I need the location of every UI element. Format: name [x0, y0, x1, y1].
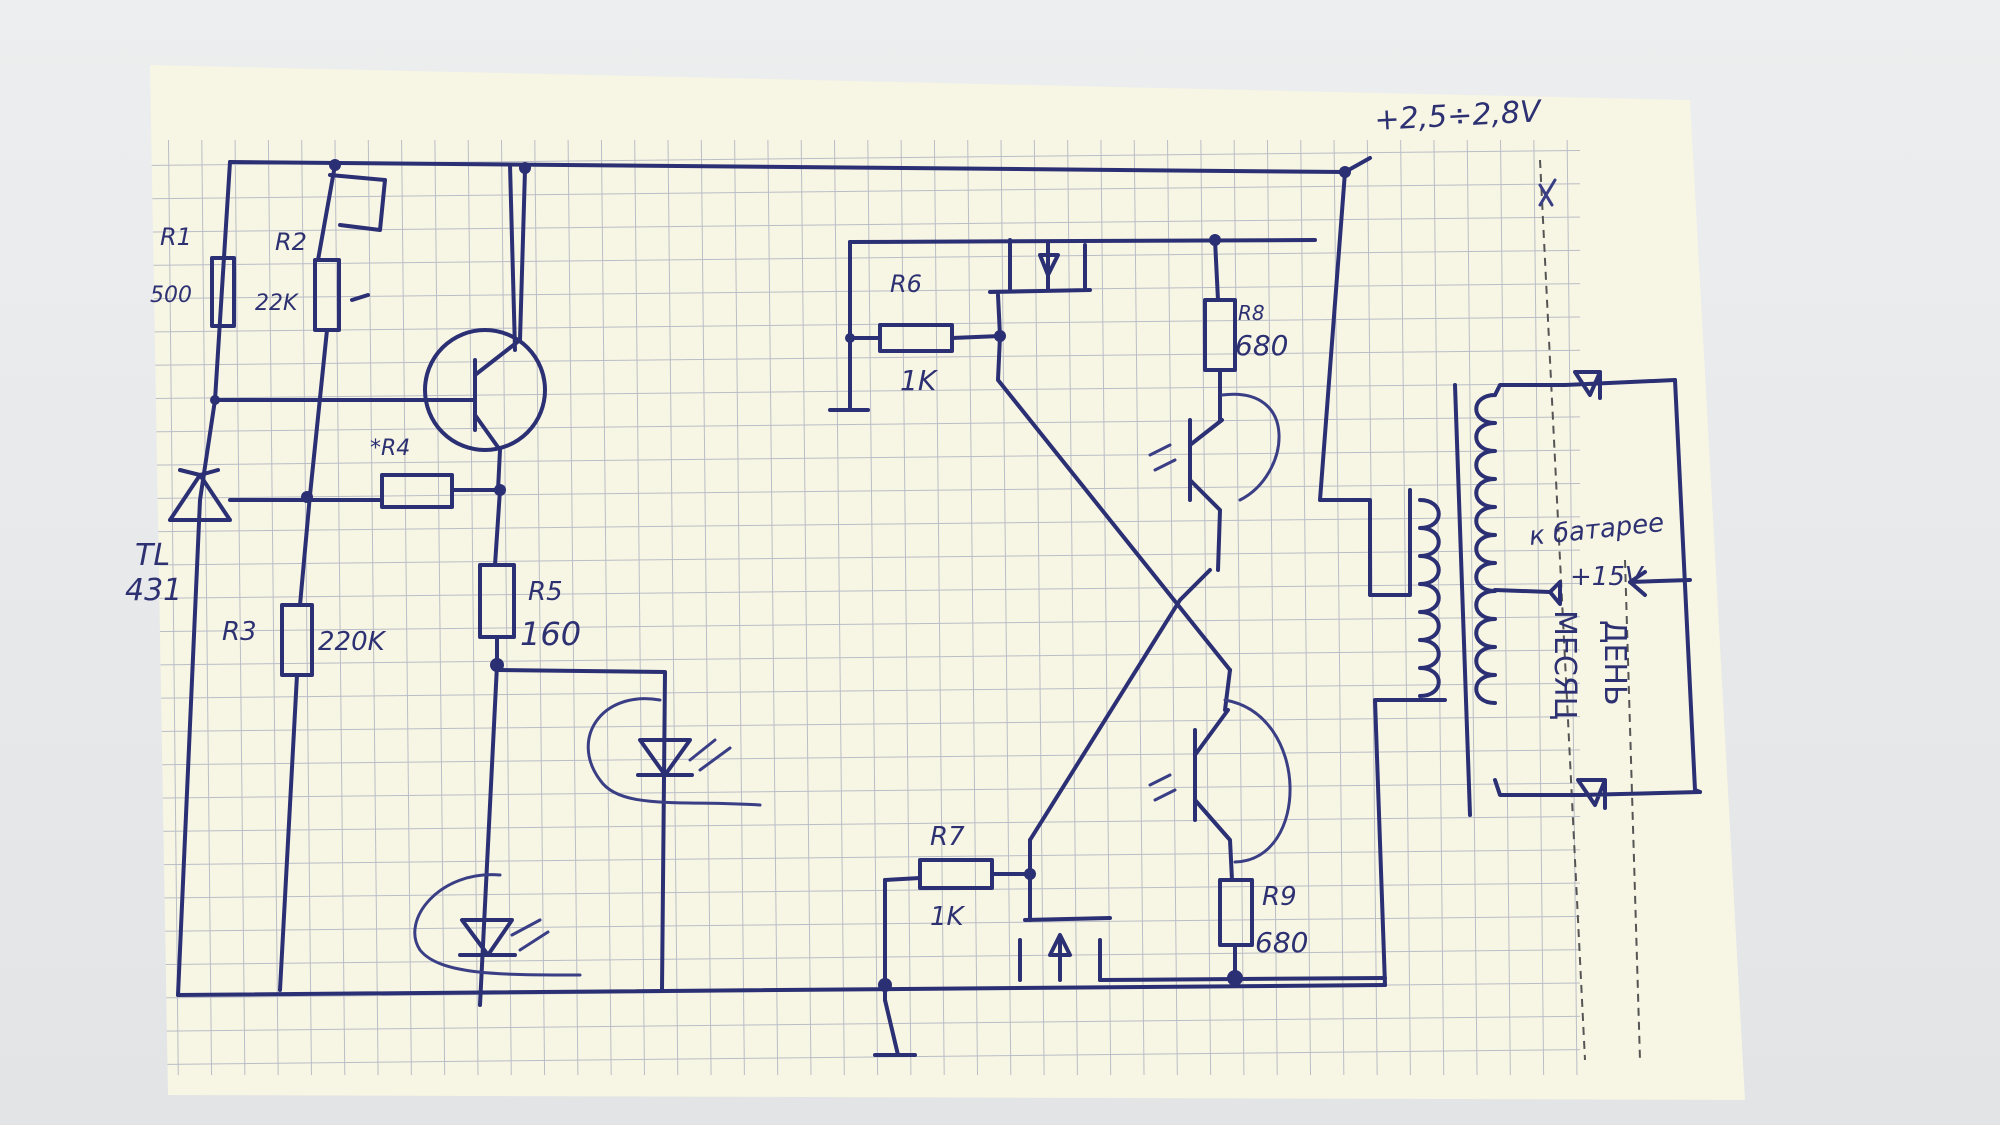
- label-r8-value: 680: [1235, 329, 1288, 362]
- label-winding-day: ДЕНЬ: [1597, 620, 1632, 706]
- label-winding-moon: МЕСЯЦ: [1547, 610, 1582, 720]
- transistor-q1: [423, 328, 547, 452]
- primary-winding: [1418, 498, 1441, 698]
- led-2: [458, 918, 517, 957]
- label-r8: R8: [1238, 301, 1265, 325]
- label-r6: R6: [890, 270, 922, 298]
- label-r5: R5: [528, 577, 563, 607]
- label-r1-value: 500: [150, 283, 192, 308]
- label-r4: *R4: [370, 436, 410, 461]
- label-r2-value: 22K: [255, 291, 299, 316]
- led-1: [636, 738, 694, 777]
- label-tl431-2: 431: [125, 573, 182, 608]
- label-r3-value: 220K: [318, 627, 387, 657]
- diode-bottom: [1576, 778, 1702, 810]
- middle-oscillator-section: [828, 234, 1387, 1057]
- label-r2: R2: [275, 228, 307, 256]
- phototransistor-q2: [1188, 418, 1224, 572]
- grid-lines: [150, 140, 1580, 1075]
- label-r7: R7: [930, 822, 965, 852]
- mosfet-bottom: [1018, 916, 1112, 982]
- label-battery-voltage: +15V: [1570, 562, 1645, 592]
- label-r9: R9: [1262, 882, 1297, 912]
- label-r7-value: 1K: [930, 902, 966, 932]
- diode-top: [1563, 370, 1677, 400]
- label-r3: R3: [222, 617, 257, 647]
- label-tl431-1: TL: [135, 538, 170, 573]
- label-r9-value: 680: [1255, 926, 1308, 959]
- secondary-winding: [1474, 393, 1497, 705]
- tl431-zener: [168, 468, 232, 522]
- mosfet-top: [988, 238, 1092, 294]
- label-r6-value: 1K: [900, 364, 939, 397]
- left-regulator-section: [168, 159, 1387, 1007]
- label-r5-value: 160: [520, 615, 581, 653]
- resistor-r1: [210, 256, 236, 328]
- dashed-line-1: [1539, 159, 1586, 1061]
- phototransistor-q3: [1193, 708, 1234, 882]
- label-r1: R1: [160, 223, 192, 251]
- transformer-section: [1318, 156, 1702, 987]
